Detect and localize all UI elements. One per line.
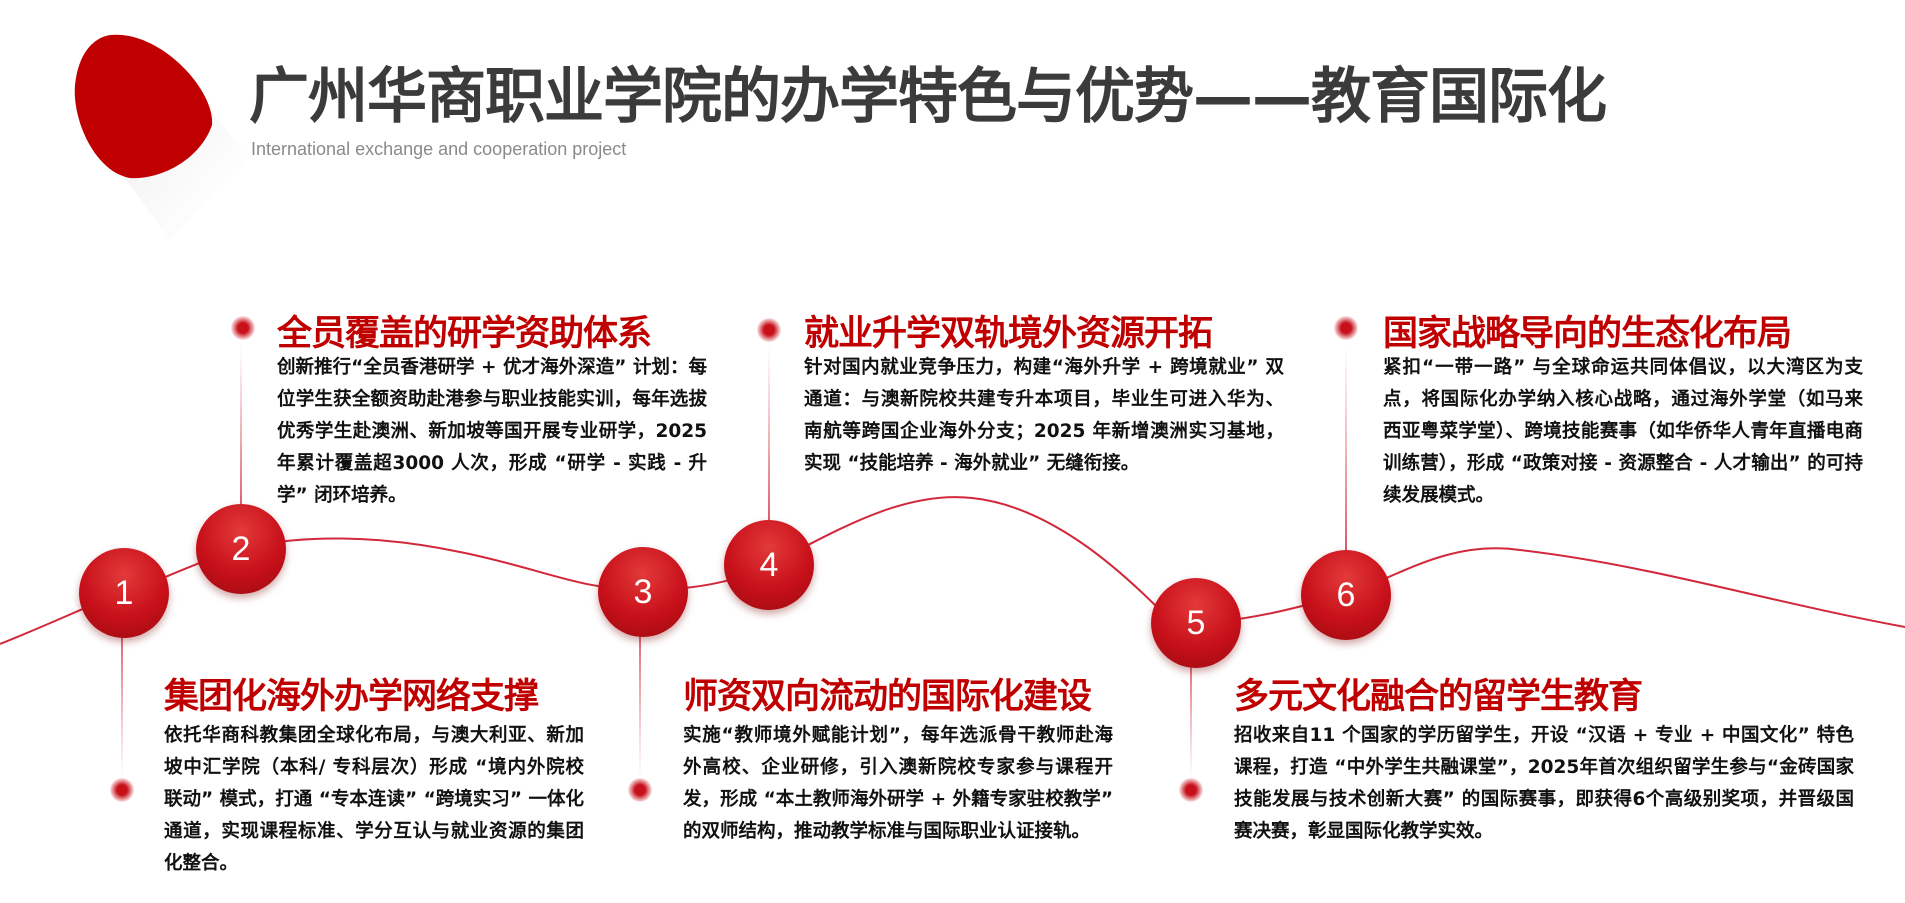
item-4-heading: 就业升学双轨境外资源开拓 [804,314,1213,354]
item-5-heading: 多元文化融合的留学生教育 [1234,677,1643,717]
item-3-heading: 师资双向流动的国际化建设 [683,677,1092,717]
bullet-dot-icon [757,318,781,342]
page-title: 广州华商职业学院的办学特色与优势——教育国际化 [249,62,1607,132]
item-6-body: 紧扣“一带一路” 与全球命运共同体倡议，以大湾区为支点，将国际化办学纳入核心战略… [1383,357,1863,506]
bullet-dot-icon [110,778,134,802]
page-subtitle: International exchange and cooperation p… [251,139,627,159]
item-1-heading: 集团化海外办学网络支撑 [164,677,539,717]
item-5-body: 招收来自11 个国家的学历留学生，开设 “汉语 + 专业 + 中国文化” 特色课… [1234,725,1854,842]
bullet-dot-icon [1179,778,1203,802]
step-circle-6: 6 [1301,550,1391,640]
logo-red-shape [74,34,213,179]
step-circle-5: 5 [1151,578,1241,668]
item-2-body: 创新推行“全员香港研学 + 优才海外深造” 计划：每位学生获全额资助赴港参与职业… [277,357,707,506]
bullet-dot-icon [231,316,255,340]
item-1-body: 依托华商科教集团全球化布局，与澳大利亚、新加坡中汇学院（本科/ 专科层次）形成 … [164,725,584,874]
step-circle-1: 1 [79,548,169,638]
step-circle-3: 3 [598,547,688,637]
item-3-body: 实施“教师境外赋能计划”，每年选派骨干教师赴海外高校、企业研修，引入澳新院校专家… [683,725,1113,842]
step-circle-2: 2 [196,504,286,594]
bullet-dot-icon [628,778,652,802]
bullet-dot-icon [1334,316,1358,340]
item-6-heading: 国家战略导向的生态化布局 [1383,314,1792,354]
timeline-curve [0,496,1905,645]
item-4-body: 针对国内就业竞争压力，构建“海外升学 + 跨境就业” 双通道：与澳新院校共建专升… [804,357,1284,474]
item-2-heading: 全员覆盖的研学资助体系 [277,314,652,354]
step-circle-4: 4 [724,520,814,610]
